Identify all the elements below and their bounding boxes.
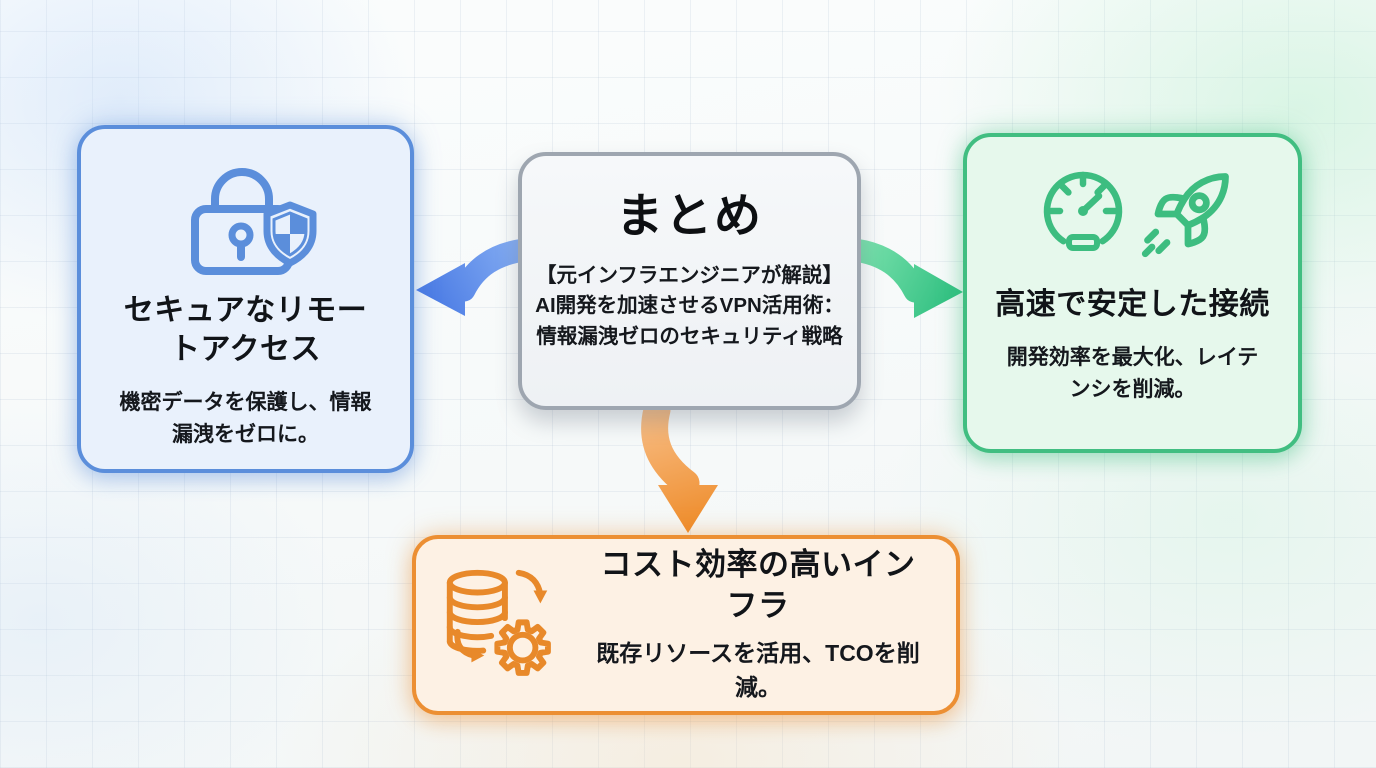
speed-line	[1143, 228, 1159, 244]
shield-check-quadrant-icon	[263, 201, 316, 267]
card-fast-stable-connection: 高速で安定した接続 開発効率を最大化、レイテ ンシを削減。	[963, 133, 1302, 453]
card-title: セキュアなリモー トアクセス	[124, 291, 367, 369]
database-icon	[446, 569, 508, 654]
summary-subtitle-line: 情報漏洩ゼロのセキュリティ戦略	[536, 324, 843, 348]
database-gear-icon	[446, 569, 551, 676]
sync-arrowhead-right	[471, 648, 485, 663]
card-description-line: 既存リソースを活用、TCOを削減。	[596, 639, 920, 701]
arrow-to-speed	[843, 238, 963, 318]
card-title-line: セキュアなリモー	[123, 294, 368, 327]
gear-icon	[494, 619, 551, 676]
lock-shield-icon	[190, 168, 316, 275]
lock-shackle	[210, 168, 273, 213]
card-description: 既存リソースを活用、TCOを削減。	[586, 636, 930, 705]
card-title-line: トアクセス	[170, 333, 321, 366]
card-title-line: 高速で安定した接続	[995, 288, 1270, 321]
card-title-line: コスト効率の高いインフラ	[600, 547, 916, 623]
summary-subtitle: 【元インフラエンジニアが解説】 AI開発を加速させるVPN活用術： 情報漏洩ゼロ…	[535, 261, 844, 352]
arrow-to-cost	[641, 396, 718, 533]
summary-subtitle-line: AI開発を加速させるVPN活用術：	[535, 294, 844, 318]
rocket-icon	[1141, 173, 1229, 258]
card-description-line: 漏洩をゼロに。	[172, 422, 319, 446]
card-secure-remote-access: セキュアなリモー トアクセス 機密データを保護し、情報 漏洩をゼロに。	[77, 125, 414, 473]
card-cost-efficient-infra: コスト効率の高いインフラ 既存リソースを活用、TCOを削減。	[412, 535, 960, 715]
sync-arrowhead-down	[533, 590, 548, 604]
speed-line	[1154, 239, 1170, 255]
card-title: コスト効率の高いインフラ	[586, 545, 930, 626]
speed-rocket-icons	[1043, 171, 1229, 258]
card-description-line: 機密データを保護し、情報	[119, 391, 372, 414]
summary-subtitle-line: 【元インフラエンジニアが解説】	[536, 264, 843, 287]
card-summary: まとめ 【元インフラエンジニアが解説】 AI開発を加速させるVPN活用術： 情報…	[518, 152, 861, 410]
speedometer-icon	[1043, 171, 1122, 251]
arrow-to-secure	[416, 238, 536, 316]
card-description: 開発効率を最大化、レイテ ンシを削減。	[1007, 342, 1259, 405]
card-description: 機密データを保護し、情報 漏洩をゼロに。	[120, 387, 372, 450]
sync-arrow-bottom	[454, 628, 477, 659]
card-description-line: ンシを削減。	[1069, 377, 1196, 401]
speed-line	[1141, 243, 1155, 258]
summary-title: まとめ	[616, 189, 763, 242]
card-title: 高速で安定した接続	[995, 285, 1270, 324]
card-description-line: 開発効率を最大化、レイテ	[1006, 346, 1259, 369]
